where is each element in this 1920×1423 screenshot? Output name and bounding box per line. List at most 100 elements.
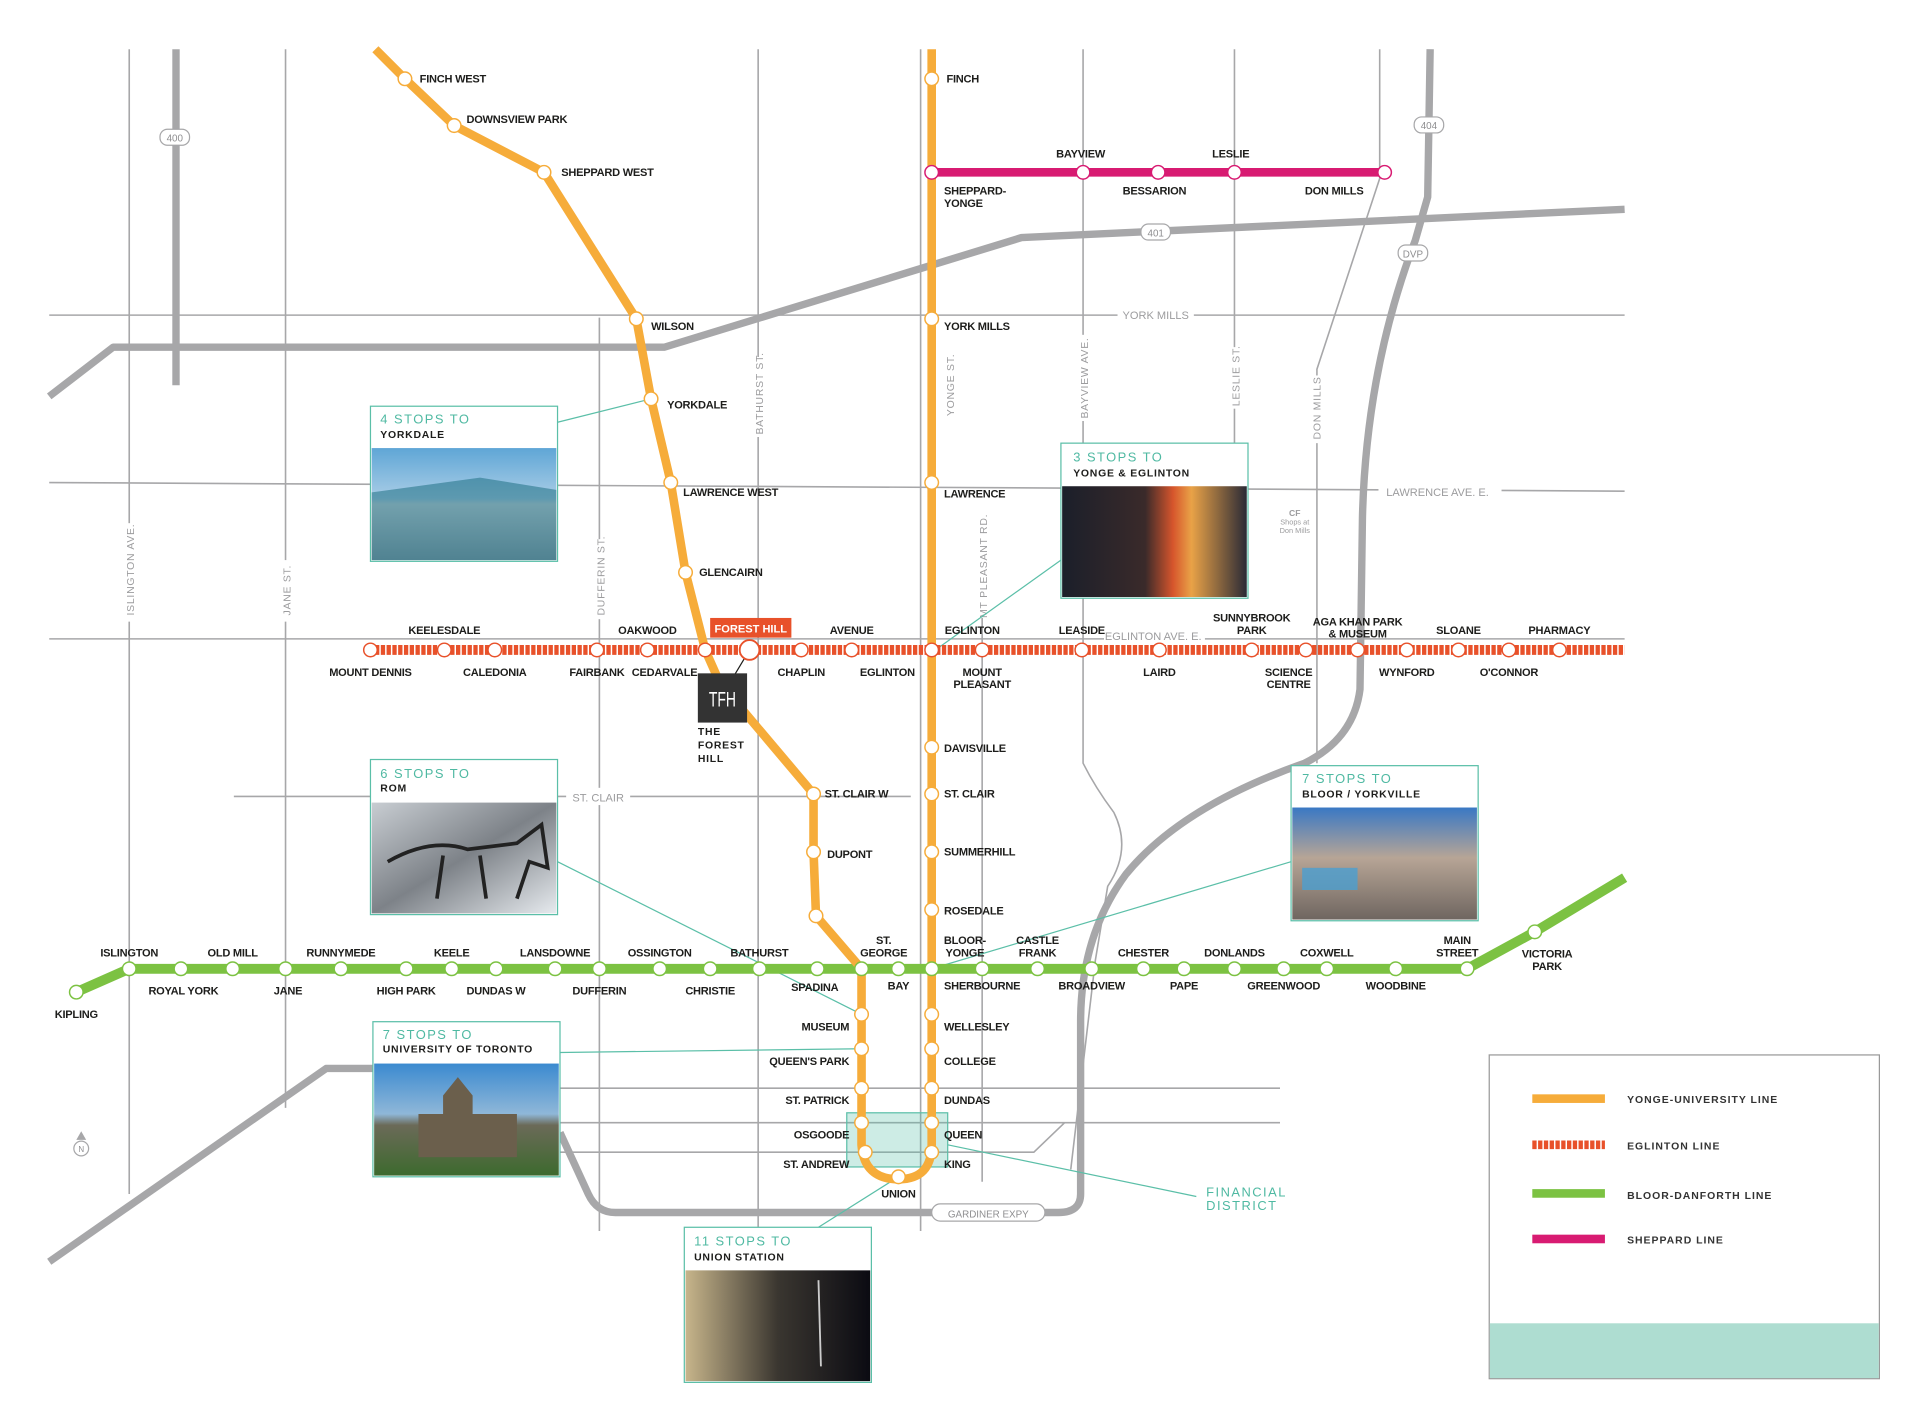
station[interactable]: EGLINTON xyxy=(860,667,915,679)
station-marker xyxy=(173,961,189,977)
station[interactable]: HIGH PARK xyxy=(377,961,436,998)
station[interactable]: LAWRENCE WEST xyxy=(663,475,779,499)
station-marker xyxy=(924,902,940,918)
station[interactable]: BESSARION xyxy=(1123,164,1187,198)
station[interactable]: O'CONNOR xyxy=(1480,642,1539,679)
station[interactable]: BROADVIEW xyxy=(1058,961,1126,993)
station[interactable]: BAY xyxy=(888,961,910,993)
transit-stations: FINCH WEST DOWNSVIEW PARK SHEPPARD WEST WIL… xyxy=(55,71,1591,1201)
station-marker xyxy=(854,1115,870,1131)
station[interactable]: CEDARVALE xyxy=(632,642,713,679)
station[interactable]: SLOANE xyxy=(1436,625,1481,658)
station[interactable]: MUSEUM xyxy=(802,1006,870,1034)
station[interactable]: KING xyxy=(924,1144,971,1171)
station[interactable]: DOWNSVIEW PARK xyxy=(446,114,568,134)
legend-label: EGLINTON LINE xyxy=(1627,1142,1720,1153)
station[interactable]: SHEPPARD-YONGE xyxy=(924,164,1007,210)
station-label: MOUNT xyxy=(962,667,1002,679)
station-label: ROSEDALE xyxy=(944,906,1003,918)
station[interactable]: MOUNT DENNIS xyxy=(329,642,412,679)
station[interactable]: ROSEDALE xyxy=(924,902,1004,918)
station-label: EGLINTON xyxy=(860,667,915,679)
station[interactable]: FINCH xyxy=(924,71,980,87)
station[interactable]: LAIRD xyxy=(1143,642,1176,679)
financial-district-label: FINANCIAL DISTRICT xyxy=(1206,1185,1285,1214)
station[interactable]: PAPE xyxy=(1170,961,1198,993)
station[interactable]: OAKWOOD xyxy=(618,625,677,658)
station-label: FRANK xyxy=(1019,947,1057,959)
station[interactable]: COLLEGE xyxy=(924,1041,996,1068)
station[interactable]: DAVISVILLE xyxy=(924,739,1006,755)
station[interactable]: WYNFORD xyxy=(1379,642,1435,679)
station[interactable]: WILSON xyxy=(628,311,695,333)
forest-hill-station[interactable]: FOREST HILL xyxy=(710,617,792,675)
station-label: CEDARVALE xyxy=(632,667,698,679)
station[interactable]: QUEEN'S PARK xyxy=(769,1041,870,1068)
station[interactable]: OSSINGTON xyxy=(628,947,692,977)
station[interactable]: KIPLING xyxy=(55,984,98,1021)
station[interactable]: LANSDOWNE xyxy=(520,947,590,977)
station[interactable]: SPADINA xyxy=(791,961,839,994)
station[interactable]: DUNDAS W xyxy=(467,961,527,998)
station[interactable]: CHAPLIN xyxy=(778,642,826,679)
station[interactable]: KEELE xyxy=(434,947,470,977)
station[interactable]: DUNDAS xyxy=(924,1080,990,1107)
station[interactable]: KEELESDALE xyxy=(408,625,481,658)
station[interactable]: SHEPPARD WEST xyxy=(536,164,654,180)
station[interactable]: PHARMACY xyxy=(1528,625,1591,658)
station[interactable]: BAYVIEW xyxy=(1056,149,1106,180)
station[interactable]: LEASIDE xyxy=(1059,625,1105,658)
station[interactable]: LAWRENCE xyxy=(924,475,1006,501)
station[interactable]: ST. ANDREW xyxy=(783,1144,873,1171)
station[interactable]: DUPONT xyxy=(806,844,873,861)
station[interactable]: SUMMERHILL xyxy=(924,844,1016,860)
station[interactable]: ISLINGTON xyxy=(100,947,159,977)
station[interactable]: GLENCAIRN xyxy=(678,564,763,580)
station[interactable]: EGLINTON xyxy=(924,625,1000,658)
station-label: YORK MILLS xyxy=(944,321,1010,333)
station[interactable]: UNION xyxy=(881,1169,916,1201)
station[interactable]: FINCH WEST xyxy=(397,71,487,87)
station[interactable]: OLD MILL xyxy=(207,947,258,977)
station[interactable]: ST. CLAIR xyxy=(924,786,995,802)
station[interactable]: GREENWOOD xyxy=(1247,961,1321,993)
station[interactable]: YORKDALE xyxy=(643,391,727,412)
station[interactable]: JANE xyxy=(274,961,303,998)
station[interactable]: CALEDONIA xyxy=(463,642,527,679)
station[interactable]: SHERBOURNE xyxy=(944,961,1021,993)
station[interactable]: WELLESLEY xyxy=(924,1006,1010,1034)
station-label: LANSDOWNE xyxy=(520,947,590,959)
station[interactable]: DONLANDS xyxy=(1204,947,1265,977)
station[interactable]: CHRISTIE xyxy=(685,961,735,998)
station[interactable]: ROYAL YORK xyxy=(148,961,219,998)
station[interactable]: QUEEN xyxy=(924,1115,983,1142)
station[interactable]: ST.GEORGE xyxy=(854,935,907,977)
station[interactable]: ST. CLAIR W xyxy=(806,786,889,802)
station[interactable]: AGA KHAN PARK& MUSEUM xyxy=(1313,616,1403,658)
station[interactable]: COXWELL xyxy=(1300,947,1354,977)
station[interactable]: OSGOODE xyxy=(794,1115,870,1142)
station[interactable]: RUNNYMEDE xyxy=(306,947,376,977)
station[interactable]: YORK MILLS xyxy=(924,311,1010,333)
station[interactable] xyxy=(808,908,824,924)
station-marker xyxy=(702,961,718,977)
station[interactable]: AVENUE xyxy=(830,625,874,658)
station[interactable]: DON MILLS xyxy=(1305,164,1393,198)
station[interactable]: CHESTER xyxy=(1118,947,1169,977)
station-label: ISLINGTON xyxy=(100,947,158,959)
station-label: ST. CLAIR xyxy=(944,789,995,801)
station[interactable]: WOODBINE xyxy=(1366,961,1426,993)
station-label: KEELESDALE xyxy=(408,625,480,637)
station[interactable]: FAIRBANK xyxy=(569,642,625,679)
station[interactable]: DUFFERIN xyxy=(572,961,627,998)
station[interactable]: BATHURST xyxy=(730,947,789,977)
station[interactable]: BLOOR-YONGE xyxy=(924,935,987,977)
station[interactable]: LESLIE xyxy=(1212,149,1250,180)
station[interactable]: ST. PATRICK xyxy=(785,1080,870,1107)
